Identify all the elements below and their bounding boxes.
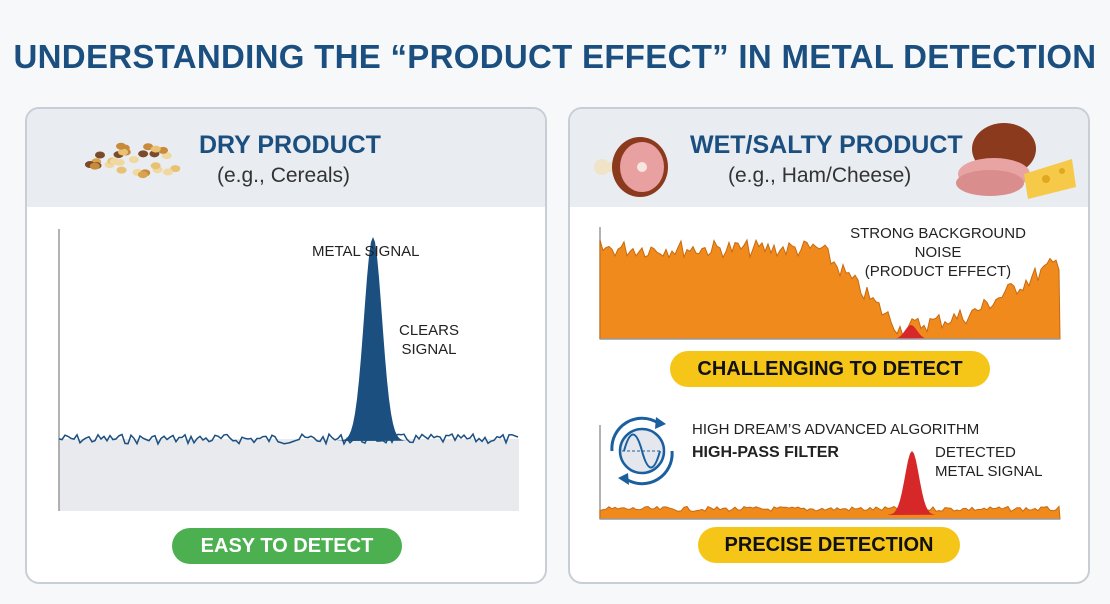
grain — [114, 158, 125, 166]
grain — [89, 162, 100, 170]
grain — [162, 168, 173, 176]
challenging-badge: CHALLENGING TO DETECT — [670, 351, 990, 387]
grain — [116, 166, 127, 174]
dry-signal-chart — [58, 229, 519, 511]
metal-signal-label: METAL SIGNAL — [312, 243, 420, 260]
detected-signal-label: DETECTED METAL SIGNAL — [935, 444, 1043, 480]
dry-subtitle: (e.g., Cereals) — [217, 164, 351, 187]
dry-noise-trace — [58, 432, 519, 446]
wet-subtitle: (e.g., Ham/Cheese) — [728, 164, 912, 187]
grain — [118, 148, 129, 156]
grain — [137, 171, 148, 179]
detected-metal-signal-peak — [888, 451, 936, 515]
grain — [170, 165, 181, 173]
filter-label: HIGH-PASS FILTER — [692, 444, 839, 461]
baseline-area — [59, 439, 519, 511]
grain — [138, 150, 149, 158]
ham-icon — [594, 137, 668, 197]
grain — [150, 162, 161, 170]
precise-detection-badge: PRECISE DETECTION — [698, 527, 960, 563]
noise-label: STRONG BACKGROUND NOISE (PRODUCT EFFECT) — [850, 225, 1026, 280]
metal-signal-peak — [337, 237, 407, 441]
page-title: UNDERSTANDING THE “PRODUCT EFFECT” IN ME… — [13, 38, 1097, 75]
algorithm-label: HIGH DREAM’S ADVANCED ALGORITHM — [692, 421, 980, 438]
grain — [115, 142, 126, 150]
grain — [94, 151, 105, 159]
cereal-grains-icon — [84, 142, 181, 179]
wet-product-panel: WET/SALTY PRODUCT (e.g., Ham/Cheese) STR… — [568, 107, 1090, 584]
grain — [150, 145, 161, 153]
dry-title: DRY PRODUCT — [199, 131, 381, 159]
easy-to-detect-badge: EASY TO DETECT — [172, 528, 402, 564]
sliced-ham-and-cheese-icon — [956, 123, 1076, 199]
high-pass-filter-cycle-icon — [610, 416, 674, 486]
grain — [161, 152, 172, 160]
grain — [143, 143, 154, 151]
product-effect-noise — [599, 238, 1061, 340]
wet-title: WET/SALTY PRODUCT — [690, 131, 963, 159]
filtered-noise — [599, 505, 1061, 520]
wet-signal-charts — [599, 227, 1061, 520]
dry-product-panel: DRY PRODUCT (e.g., Cereals) METAL SIGNAL… — [25, 107, 547, 584]
clears-signal-label: CLEARS SIGNAL — [399, 322, 460, 358]
grain — [128, 156, 139, 164]
hidden-metal-signal — [895, 325, 925, 339]
